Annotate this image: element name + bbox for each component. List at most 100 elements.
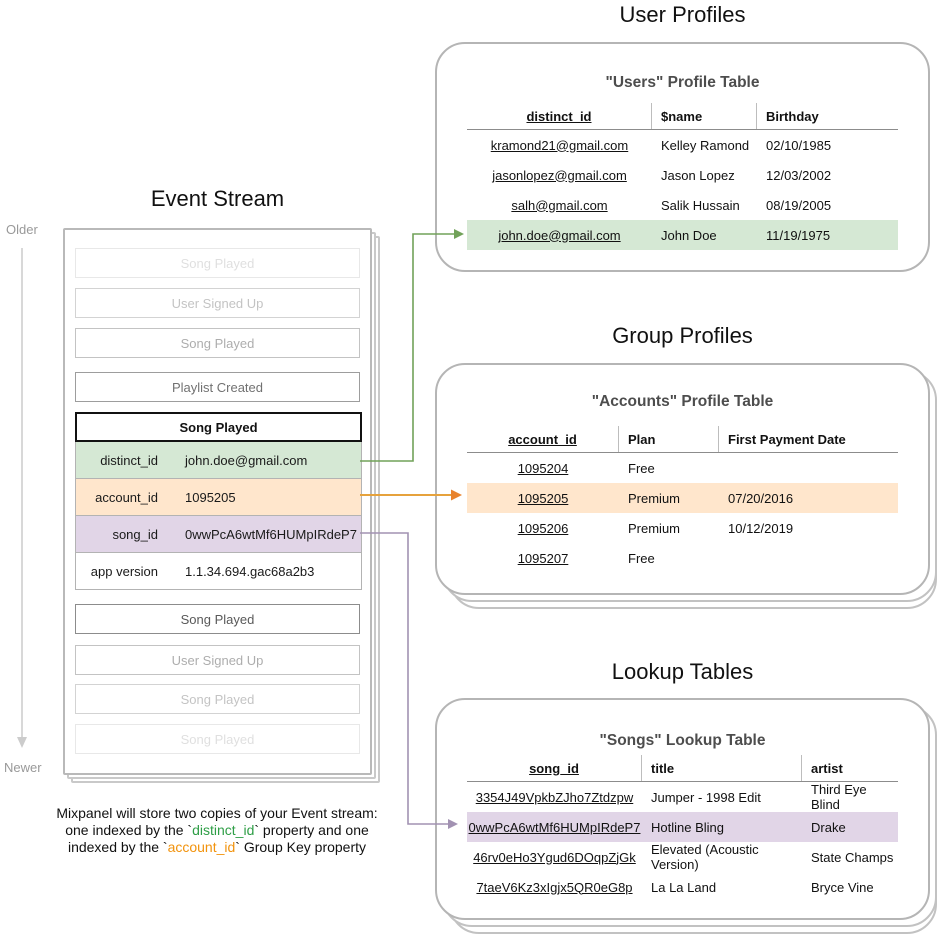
cell-birthday: 02/10/1985 [766,137,832,153]
event-label: Song Played [180,255,255,271]
songs-table-header: song_id title artist [467,755,898,782]
property-key: song_id [112,526,158,542]
cell-artist: Bryce Vine [811,879,874,895]
expanded-event-card: Song Played distinct_id john.doe@gmail.c… [75,412,362,590]
songs-lookup-card: "Songs" Lookup Table song_id title artis… [435,698,930,920]
caption-line: indexed by the `account_id` Group Key pr… [28,839,406,856]
table-row: 1095207 Free [467,543,898,573]
column-header: First Payment Date [728,431,846,447]
column-header: distinct_id [467,103,652,129]
table-row-highlighted: john.doe@gmail.com John Doe 11/19/1975 [467,220,898,250]
property-value: 0wwPcA6wtMf6HUMpIRdeP7 [185,526,357,542]
event-label: Song Played [180,731,255,747]
users-profile-card: "Users" Profile Table distinct_id $name … [435,42,930,272]
column-header: song_id [467,755,642,781]
cell-distinct-id: john.doe@gmail.com [498,227,621,243]
cell-song-id: 46rv0eHo3Ygud6DOqpZjGk [473,849,636,865]
songs-table: song_id title artist 3354J49VpkbZJho7Ztd… [467,755,898,902]
cell-distinct-id: kramond21@gmail.com [490,137,629,153]
property-row-song-id: song_id 0wwPcA6wtMf6HUMpIRdeP7 [75,516,362,553]
table-row: salh@gmail.com Salik Hussain 08/19/2005 [467,190,898,220]
table-row: 1095206 Premium 10/12/2019 [467,513,898,543]
caption-text: Mixpanel will store two copies of your E… [56,805,378,821]
cell-name: Salik Hussain [661,197,740,213]
distinct-id-token: distinct_id [192,822,255,838]
cell-name: Kelley Ramond [661,137,750,153]
cell-birthday: 12/03/2002 [766,167,832,183]
cell-account-id: 1095206 [517,520,569,536]
property-row-distinct-id: distinct_id john.doe@gmail.com [75,442,362,479]
cell-plan: Premium [628,520,681,536]
column-header: $name [652,103,757,129]
cell-first-payment: 10/12/2019 [728,520,794,536]
property-key: distinct_id [100,452,158,468]
newer-label: Newer [4,760,42,775]
table-row-highlighted: 1095205 Premium 07/20/2016 [467,483,898,513]
cell-distinct-id: salh@gmail.com [511,197,608,213]
property-value: john.doe@gmail.com [185,452,308,468]
accounts-table-header: account_id Plan First Payment Date [467,426,898,453]
songs-table-title: "Songs" Lookup Table [599,732,766,749]
accounts-table-title: "Accounts" Profile Table [591,393,774,410]
cell-first-payment: 07/20/2016 [728,490,794,506]
users-table-title: "Users" Profile Table [605,74,760,91]
caption-text: ` property and one [254,822,369,838]
cell-plan: Premium [628,490,681,506]
cell-title: Elevated (Acoustic Version) [651,842,759,872]
event-box-faded: User Signed Up [75,288,360,318]
older-label: Older [6,222,38,237]
event-box-faded: Playlist Created [75,372,360,402]
event-box-faded: Song Played [75,724,360,754]
accounts-table: account_id Plan First Payment Date 10952… [467,426,898,573]
cell-plan: Free [628,550,655,566]
table-row: 3354J49VpkbZJho7Ztdzpw Jumper - 1998 Edi… [467,782,898,812]
event-label: User Signed Up [171,652,264,668]
cell-artist: Drake [811,819,846,835]
cell-birthday: 08/19/2005 [766,197,832,213]
cell-artist: State Champs [811,849,894,865]
property-key: account_id [95,489,158,505]
table-row: 1095204 Free [467,453,898,483]
cell-name: John Doe [661,227,717,243]
table-row: 7taeV6Kz3xIgjx5QR0eG8p La La Land Bryce … [467,872,898,902]
expanded-event-title: Song Played [75,412,362,442]
cell-plan: Free [628,460,655,476]
table-row: jasonlopez@gmail.com Jason Lopez 12/03/2… [467,160,898,190]
event-box-faded: Song Played [75,248,360,278]
caption-line: one indexed by the `distinct_id` propert… [28,822,406,839]
event-box-faded: Song Played [75,604,360,634]
caption-text: indexed by the ` [67,839,168,855]
cell-title: Jumper - 1998 Edit [651,789,761,805]
user-profiles-title: User Profiles [619,2,746,27]
cell-account-id: 1095207 [517,550,569,566]
lookup-tables-title: Lookup Tables [611,659,754,684]
column-header: Plan [619,426,719,452]
table-row: kramond21@gmail.com Kelley Ramond 02/10/… [467,130,898,160]
table-row: 46rv0eHo3Ygud6DOqpZjGk Elevated (Acousti… [467,842,898,872]
cell-account-id: 1095204 [517,460,569,476]
event-box-faded: Song Played [75,684,360,714]
caption-line: Mixpanel will store two copies of your E… [28,805,406,822]
cell-song-id: 3354J49VpkbZJho7Ztdzpw [475,789,634,805]
caption: Mixpanel will store two copies of your E… [28,805,406,856]
event-label: Song Played [180,335,255,351]
property-value: 1095205 [185,489,236,505]
caption-text: ` Group Key property [235,839,367,855]
cell-song-id: 0wwPcA6wtMf6HUMpIRdeP7 [468,819,641,835]
table-row-highlighted: 0wwPcA6wtMf6HUMpIRdeP7 Hotline Bling Dra… [467,812,898,842]
cell-artist: Third Eye Blind [811,782,867,812]
column-header: account_id [467,426,619,452]
column-header: Birthday [766,108,819,124]
cell-account-id: 1095205 [517,490,569,506]
event-stream-title: Event Stream [150,186,285,211]
caption-text: one indexed by the ` [65,822,193,838]
cell-title: La La Land [651,879,717,895]
event-box-faded: Song Played [75,328,360,358]
event-label: Song Played [179,419,258,435]
group-profiles-title: Group Profiles [612,323,753,348]
property-row-account-id: account_id 1095205 [75,479,362,516]
event-label: User Signed Up [171,295,264,311]
column-header: artist [811,760,843,776]
cell-distinct-id: jasonlopez@gmail.com [492,167,627,183]
